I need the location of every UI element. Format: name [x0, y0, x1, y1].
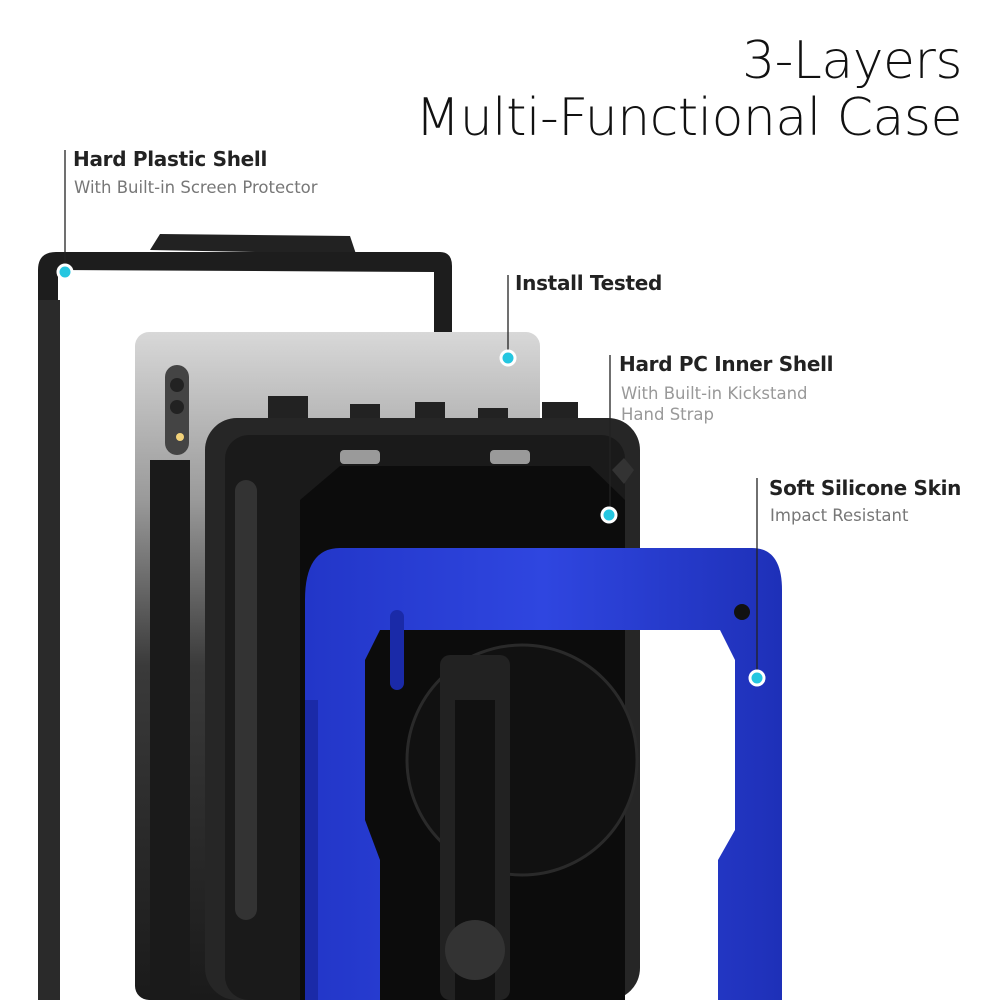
headline-line1: 3-Layers: [742, 31, 962, 91]
headline-line2: Multi-Functional Case: [415, 88, 962, 148]
callout-install-tested-title: Install Tested: [515, 271, 663, 295]
hard-plastic-shell: [38, 234, 452, 1000]
callout-dot: [600, 506, 618, 524]
callout-inner-shell-subtitle-2: Hand Strap: [621, 405, 715, 424]
soft-silicone-skin: [305, 548, 782, 1000]
callout-lines: [64, 150, 758, 678]
callout-dot: [748, 669, 766, 687]
callout-hard-plastic-shell-title: Hard Plastic Shell: [73, 147, 268, 171]
callout-silicone-skin-subtitle: Impact Resistant: [770, 506, 909, 525]
callout-inner-shell-subtitle-1: With Built-in Kickstand: [621, 384, 808, 403]
callout-silicone-skin-title: Soft Silicone Skin: [769, 476, 962, 500]
callout-inner-shell-title: Hard PC Inner Shell: [619, 352, 834, 376]
callout-hard-plastic-shell-subtitle: With Built-in Screen Protector: [74, 178, 318, 197]
callout-dot: [56, 263, 74, 281]
hard-pc-inner-shell: [205, 396, 640, 1000]
callout-dot: [499, 349, 517, 367]
